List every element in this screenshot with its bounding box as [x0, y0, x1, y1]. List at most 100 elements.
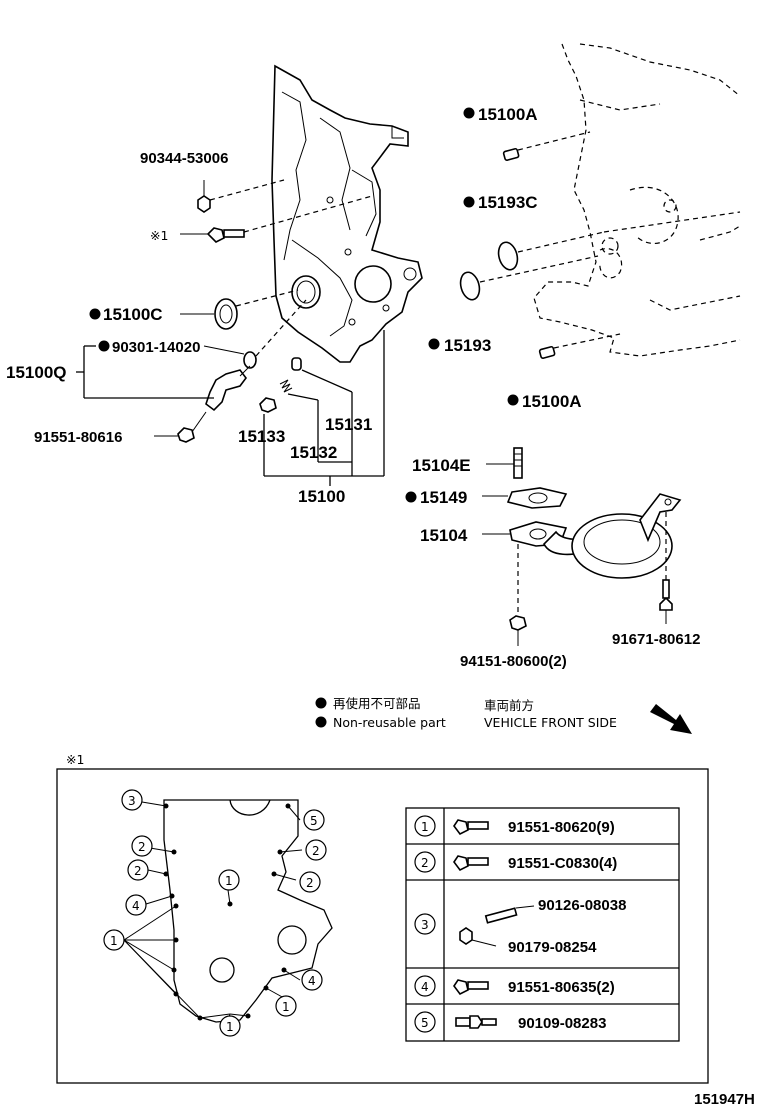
- row-number: 5: [421, 1016, 429, 1030]
- label-ref-x1: ※1: [150, 228, 168, 243]
- label-15100C: 15100C: [103, 305, 163, 324]
- o-ring-90301: [243, 299, 307, 369]
- part-number: 91551-80635(2): [508, 979, 615, 996]
- oil-strainer-15104: [482, 493, 682, 579]
- svg-text:2: 2: [134, 864, 142, 878]
- label-15104E: 15104E: [412, 456, 471, 475]
- callout-2: 2: [127, 859, 149, 881]
- svg-text:2: 2: [306, 876, 314, 890]
- gasket-15149: [482, 487, 568, 509]
- callout-4: 4: [125, 894, 147, 916]
- dowel-pin-top: [502, 131, 591, 161]
- detail-box: [56, 768, 709, 1084]
- label-15133: 15133: [238, 427, 285, 446]
- label-91671: 91671-80612: [612, 631, 700, 648]
- table-row: 2 91551-C0830(4): [414, 851, 617, 873]
- group-bracket-15100: [263, 330, 385, 486]
- plunger-15131: [291, 357, 302, 371]
- legend-front-en: VEHICLE FRONT SIDE: [484, 715, 617, 730]
- table-row: 3 90126-08038 90179-08254: [414, 897, 626, 956]
- callout-1: 1: [103, 929, 125, 951]
- svg-text:1: 1: [110, 934, 118, 948]
- svg-text:4: 4: [308, 974, 316, 988]
- label-91551-80616: 91551-80616: [34, 429, 122, 446]
- bolt-x1: [180, 195, 373, 243]
- bolt-table: 1 91551-80620(9) 2 91551-C0830(4) 3 9012…: [405, 807, 680, 1042]
- table-row: 5 90109-08283: [414, 1011, 606, 1033]
- label-15100: 15100: [298, 487, 345, 506]
- callout-2: 2: [131, 835, 153, 857]
- flange-bolt-icon: [453, 979, 489, 996]
- callout-5: 5: [303, 809, 325, 831]
- detail-callouts: 3 2 2 4 1 1 1 1 4 5 2 2: [103, 789, 327, 1037]
- svg-text:1: 1: [282, 1000, 290, 1014]
- spring-15132: [279, 379, 293, 393]
- callout-2: 2: [305, 839, 327, 861]
- part-number: 90179-08254: [508, 939, 597, 956]
- label-15193: 15193: [444, 336, 491, 355]
- part-number: 91551-C0830(4): [508, 855, 617, 872]
- svg-text:2: 2: [138, 840, 146, 854]
- svg-text:1: 1: [225, 874, 233, 888]
- row-number: 1: [421, 820, 429, 834]
- label-90344: 90344-53006: [140, 150, 228, 167]
- callout-1: 1: [275, 995, 297, 1017]
- row-number: 2: [421, 856, 429, 870]
- detail-bolt-points: [163, 803, 291, 1023]
- label-94151: 94151-80600(2): [460, 653, 567, 670]
- svg-text:1: 1: [226, 1020, 234, 1034]
- svg-text:2: 2: [312, 844, 320, 858]
- callout-4: 4: [301, 969, 323, 991]
- engine-block-outline: [533, 43, 741, 357]
- nut-icon: [459, 927, 473, 945]
- part-number: 91551-80620(9): [508, 819, 615, 836]
- detail-cover-outline: [163, 799, 333, 1023]
- o-ring-15193: [459, 255, 599, 301]
- svg-text:4: 4: [132, 899, 140, 913]
- table-row: 4 91551-80635(2): [414, 975, 615, 997]
- nut-94151: [509, 544, 527, 646]
- legend-front-jp: 車両前方: [484, 698, 534, 713]
- label-15100Q: 15100Q: [6, 363, 67, 382]
- bolt-91671: [659, 512, 673, 624]
- part-number: 90109-08283: [518, 1015, 606, 1032]
- stud-15104E: [486, 447, 523, 479]
- stud-bolt-icon: [484, 907, 518, 924]
- oil-control-valve: [205, 365, 251, 412]
- dowel-pin-bottom: [538, 333, 621, 359]
- legend-non-reusable-en: Non-reusable part: [333, 715, 446, 730]
- legend-non-reusable-jp: 再使用不可部品: [333, 696, 421, 711]
- svg-text:3: 3: [128, 794, 136, 808]
- label-15100A-bottom: 15100A: [522, 392, 582, 411]
- o-ring-15193C: [497, 211, 741, 271]
- label-15131: 15131: [325, 415, 372, 434]
- legend: 再使用不可部品 Non-reusable part 車両前方 VEHICLE F…: [315, 696, 692, 734]
- table-row: 1 91551-80620(9): [414, 815, 615, 837]
- label-15193C: 15193C: [478, 193, 538, 212]
- label-90301: 90301-14020: [112, 339, 200, 356]
- callout-1: 1: [218, 869, 240, 891]
- non-reusable-markers: [89, 107, 519, 503]
- group-bracket-15100Q: [76, 345, 214, 399]
- row-number: 3: [421, 918, 429, 932]
- stud-bolt-icon: [455, 1015, 497, 1029]
- detail-label: ※1: [66, 752, 84, 767]
- row-number: 4: [421, 980, 429, 994]
- flange-bolt-icon: [453, 819, 489, 836]
- bolt-91551-80616: [154, 411, 207, 443]
- svg-text:5: 5: [310, 814, 318, 828]
- timing-chain-cover: [271, 64, 423, 363]
- part-number: 90126-08038: [538, 897, 626, 914]
- label-15100A-top: 15100A: [478, 105, 538, 124]
- detail-leader-lines: [123, 801, 303, 1021]
- callout-3: 3: [121, 789, 143, 811]
- plug-15133: [259, 397, 277, 413]
- label-15104: 15104: [420, 526, 468, 545]
- callout-1: 1: [219, 1015, 241, 1037]
- callout-2: 2: [299, 871, 321, 893]
- figure-id: 151947H: [694, 1091, 755, 1108]
- front-arrow-icon: [650, 704, 692, 734]
- plug-90344: [197, 179, 285, 213]
- oil-seal-15100C: [214, 289, 299, 330]
